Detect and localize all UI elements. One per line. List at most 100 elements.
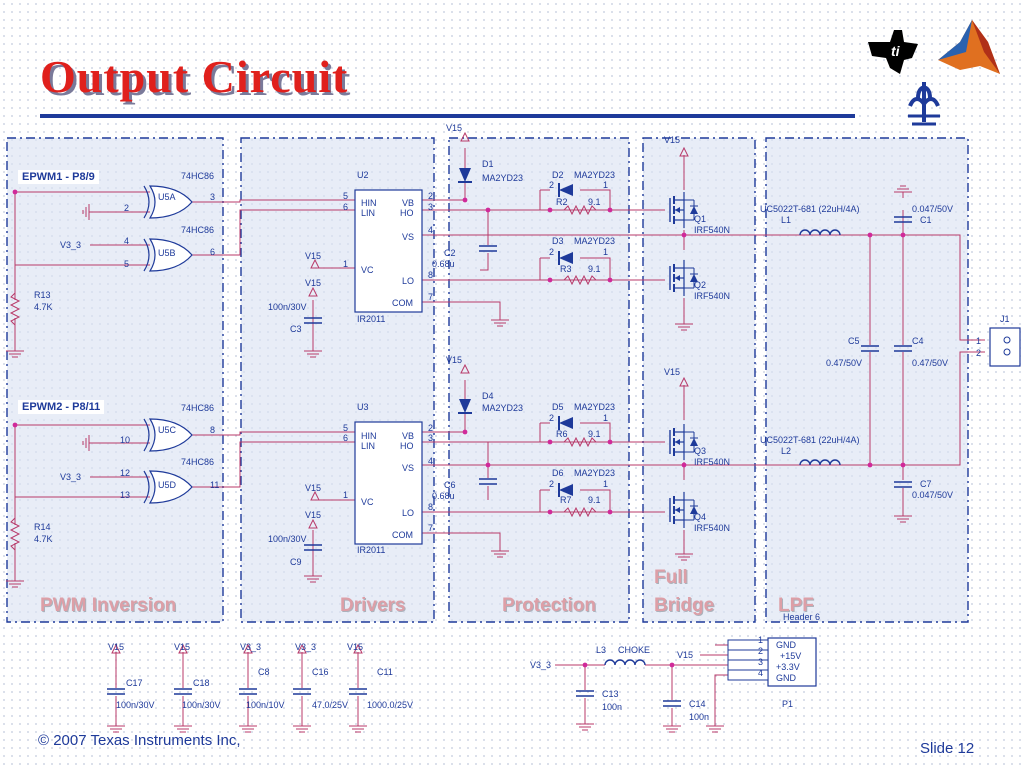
pin-label: 2 — [549, 479, 554, 489]
c5-value: 0.47/50V — [826, 358, 862, 368]
gate-u5a-label: U5A — [158, 192, 176, 202]
l3-label: L3 — [596, 645, 606, 655]
c4-label: C4 — [912, 336, 924, 346]
c2-value: 0.68u — [432, 259, 455, 269]
pin-label: 5 — [343, 191, 348, 201]
d5-part: MA2YD23 — [574, 402, 615, 412]
net-v15-label: V15 — [305, 483, 321, 493]
d2-label: D2 — [552, 170, 564, 180]
c6-label: C6 — [444, 480, 456, 490]
chip-74hc86-label: 74HC86 — [181, 403, 214, 413]
pin-label: 4 — [758, 668, 763, 678]
pin-label: 5 — [124, 259, 129, 269]
section-pwm-inversion: PWM Inversion — [40, 595, 177, 616]
pin-vb-label: VB — [402, 198, 414, 208]
d1-part: MA2YD23 — [482, 173, 523, 183]
u2-part-label: IR2011 — [357, 314, 385, 324]
matlab-logo-icon — [938, 20, 1000, 74]
pin-lin-label: LIN — [361, 441, 375, 451]
header-pin-15v: +15V — [780, 651, 801, 661]
net-v3-3-label: V3_3 — [530, 660, 551, 670]
c16-label: C16 — [312, 667, 329, 677]
choke-label: CHOKE — [618, 645, 650, 655]
header-pin-gnd: GND — [776, 640, 797, 650]
pin-vs-label: VS — [402, 232, 414, 242]
c17-value: 100n/30V — [116, 700, 155, 710]
section-drivers: Drivers — [340, 595, 406, 616]
supply-rail-label: V15 — [174, 642, 190, 652]
q2-label: Q2 — [694, 280, 706, 290]
p1-header — [767, 637, 817, 687]
d2-part: MA2YD23 — [574, 170, 615, 180]
logos: ti — [868, 20, 1000, 126]
pin-lo-label: LO — [402, 276, 414, 286]
j1-connector — [989, 327, 1021, 367]
pin-com-label: COM — [392, 530, 413, 540]
r3-label: R3 — [560, 264, 572, 274]
header-pin-gnd: GND — [776, 673, 797, 683]
c8-value: 100n/10V — [246, 700, 285, 710]
c6-value: 0.68u — [432, 491, 455, 501]
slide-title: Output Circuit — [40, 51, 349, 102]
pin-ho-label: HO — [400, 208, 414, 218]
c18-label: C18 — [193, 678, 210, 688]
r7-label: R7 — [560, 495, 572, 505]
pin-vb-label: VB — [402, 431, 414, 441]
title-underline — [40, 114, 855, 118]
pin-label: 7 — [428, 523, 433, 533]
c7-label: C7 — [920, 479, 932, 489]
pin-label: 2 — [428, 191, 433, 201]
pin-label: 1 — [603, 180, 608, 190]
pin-vc-label: VC — [361, 497, 374, 507]
c11-label: C11 — [377, 667, 393, 677]
pin-vc-label: VC — [361, 265, 374, 275]
pin-lo-label: LO — [402, 508, 414, 518]
r14-label: R14 — [34, 522, 51, 532]
pin-lin-label: LIN — [361, 208, 375, 218]
c18-value: 100n/30V — [182, 700, 221, 710]
d4-part: MA2YD23 — [482, 403, 523, 413]
section-protection: Protection — [502, 595, 596, 616]
l1-label: L1 — [781, 215, 791, 225]
c4-value: 0.47/50V — [912, 358, 948, 368]
q2-part: IRF540N — [694, 291, 730, 301]
epwm1-label: EPWM1 - P8/9 — [18, 170, 99, 184]
c5-label: C5 — [848, 336, 860, 346]
r13-value: 4.7K — [34, 302, 53, 312]
d1-label: D1 — [482, 159, 494, 169]
net-v15-label: V15 — [446, 123, 462, 133]
pin-label: 6 — [210, 247, 215, 257]
pin-vs-label: VS — [402, 463, 414, 473]
r6-value: 9.1 — [588, 429, 601, 439]
pin-hin-label: HIN — [361, 198, 377, 208]
u3-part-label: IR2011 — [357, 545, 385, 555]
pin-label: 2 — [549, 180, 554, 190]
net-v15-label: V15 — [446, 355, 462, 365]
pin-label: 5 — [343, 423, 348, 433]
q1-label: Q1 — [694, 214, 706, 224]
c8-label: C8 — [258, 667, 270, 677]
r13-label: R13 — [34, 290, 51, 300]
slide-number: Slide 12 — [920, 740, 975, 757]
u3-ir2011-ic — [354, 421, 423, 545]
university-emblem-icon — [908, 82, 940, 126]
net-v3-3-label: V3_3 — [60, 472, 81, 482]
pin-label: 8 — [428, 270, 433, 280]
q4-part: IRF540N — [694, 523, 730, 533]
q3-label: Q3 — [694, 446, 706, 456]
r6-label: R6 — [556, 429, 568, 439]
texas-instruments-logo-icon: ti — [868, 30, 918, 74]
pin-label: 1 — [343, 490, 348, 500]
l1-part: UC5022T-681 (22uH/4A) — [760, 204, 860, 214]
section-lpf: LPF — [778, 595, 814, 616]
supply-rail-label: V3_3 — [240, 642, 261, 652]
d6-part: MA2YD23 — [574, 468, 615, 478]
section-full-bridge-line1: Full — [654, 567, 688, 588]
c13-label: C13 — [602, 689, 619, 699]
l2-part: UC5022T-681 (22uH/4A) — [760, 435, 860, 445]
pin-label: 1 — [603, 479, 608, 489]
svg-text:ti: ti — [891, 43, 901, 59]
pin-label: 2 — [549, 413, 554, 423]
u2-ir2011-ic — [354, 189, 423, 313]
c3-value: 100n/30V — [268, 302, 307, 312]
